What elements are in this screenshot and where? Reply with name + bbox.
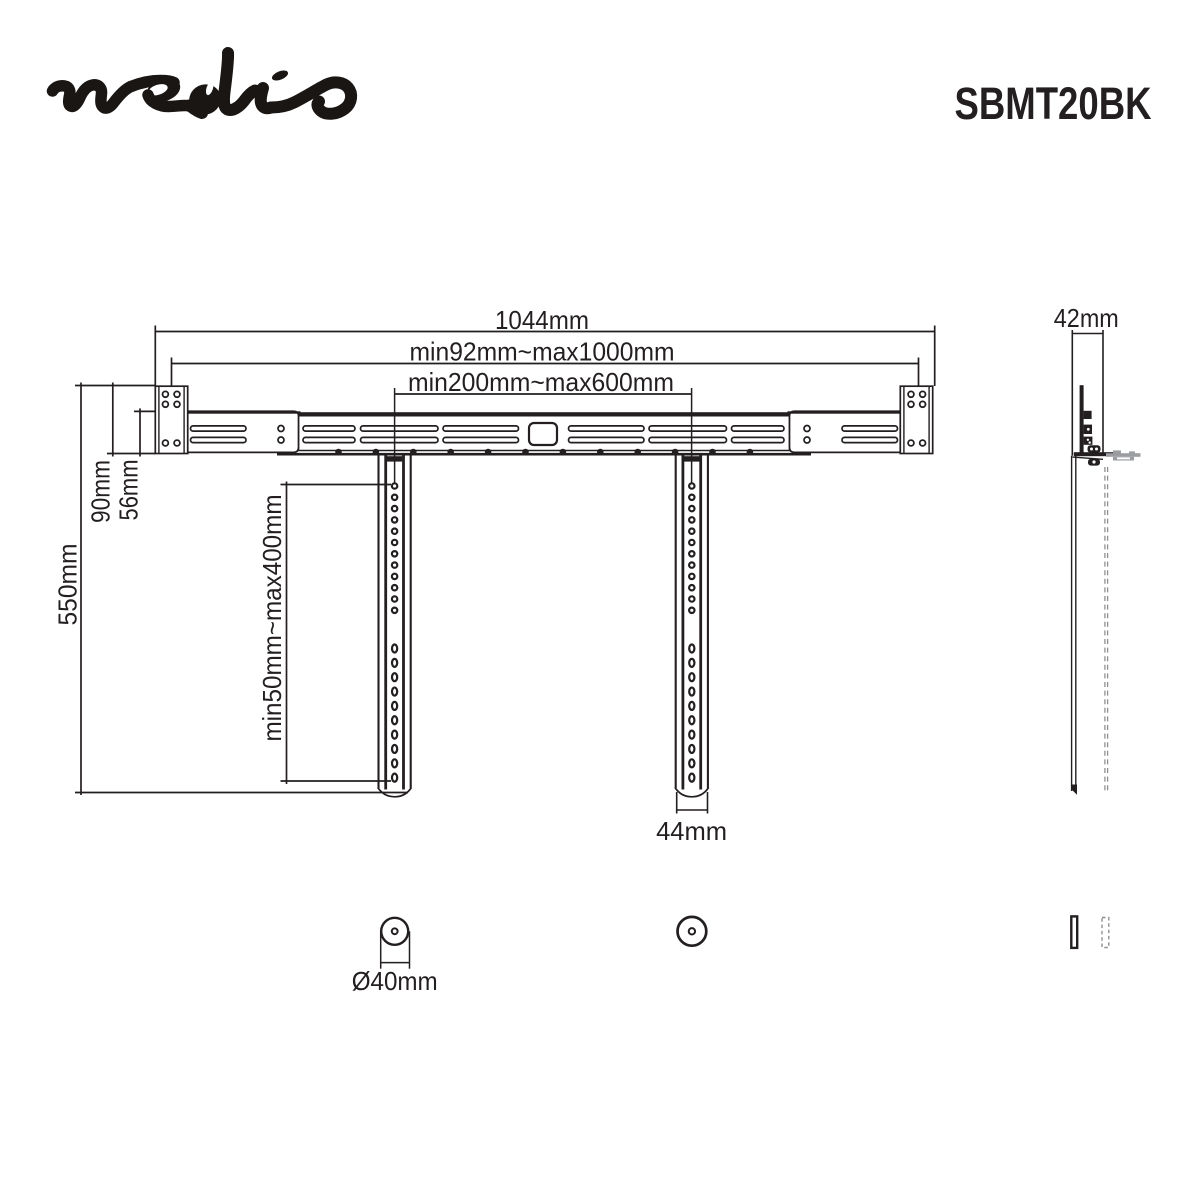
svg-text:1044mm: 1044mm [495, 305, 589, 335]
svg-text:44mm: 44mm [656, 816, 727, 846]
svg-text:Ø40mm: Ø40mm [352, 966, 438, 996]
svg-text:56mm: 56mm [114, 460, 144, 521]
svg-text:min92mm~max1000mm: min92mm~max1000mm [410, 337, 675, 367]
svg-text:min200mm~max600mm: min200mm~max600mm [408, 367, 674, 397]
svg-text:42mm: 42mm [1054, 303, 1119, 333]
svg-text:min50mm~max400mm: min50mm~max400mm [257, 495, 287, 742]
svg-text:SBMT20BK: SBMT20BK [955, 78, 1152, 129]
svg-text:550mm: 550mm [53, 544, 83, 626]
svg-text:90mm: 90mm [86, 460, 116, 523]
